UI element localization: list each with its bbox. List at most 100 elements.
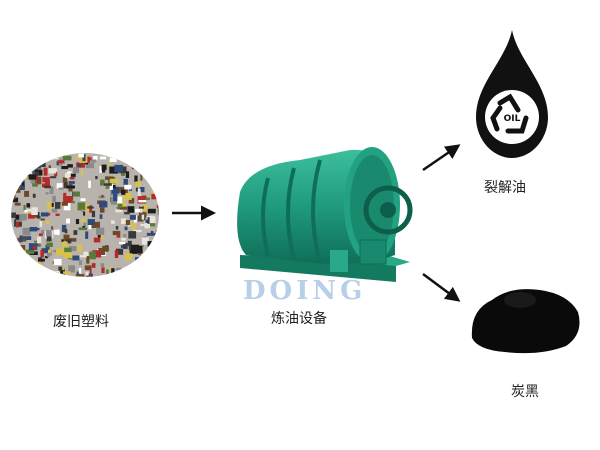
plastic-fragment [24,158,30,165]
plastic-fragment [32,214,37,218]
plastic-fragment [17,248,24,252]
plastic-fragment [127,275,131,277]
plastic-fragment [115,272,123,277]
plastic-fragment [22,227,31,236]
plastic-fragment [129,188,132,191]
plastic-fragment [59,266,63,272]
plastic-fragment [109,183,113,190]
plastic-fragment [124,193,132,200]
plastic-fragment [39,221,43,227]
plastic-fragment [82,154,86,162]
plastic-fragment [63,234,70,242]
plastic-fragment [145,252,148,258]
plastic-fragment [72,255,80,261]
plastic-fragment [54,270,62,274]
plastic-fragment [127,206,135,213]
plastic-fragment [130,244,140,253]
plastic-fragment [121,218,127,225]
plastic-fragment [26,273,34,277]
plastic-fragment [150,164,156,167]
plastic-fragment [64,229,68,234]
plastic-fragment [128,198,135,204]
plastic-fragment [136,263,145,270]
plastic-fragment [155,153,159,160]
plastic-fragment [140,255,145,262]
plastic-fragment [58,187,64,190]
plastic-fragment [87,206,94,209]
plastic-fragment [99,156,107,160]
plastic-fragment [157,209,159,216]
plastic-fragment [96,227,105,235]
plastic-fragment [83,222,87,226]
plastic-fragment [135,257,141,265]
plastic-fragment [66,239,72,244]
plastic-fragment [46,233,52,242]
plastic-fragment [29,227,38,232]
plastic-fragment [53,229,60,235]
plastic-fragment [47,212,51,216]
plastic-fragment [121,189,126,195]
plastic-fragment [55,202,61,209]
plastic-fragment [157,206,159,212]
plastic-fragment [93,156,98,161]
plastic-fragment [80,168,83,176]
plastic-fragment [22,236,32,240]
plastic-fragment [38,159,47,163]
plastic-fragment [45,256,49,259]
plastic-fragment [115,208,123,213]
plastic-fragment [38,258,45,262]
plastic-fragment [107,154,110,158]
plastic-fragment [21,180,25,186]
plastic-fragment [150,182,159,185]
plastic-fragment [114,196,123,203]
plastic-fragment [75,274,85,277]
plastic-fragment [88,180,91,188]
plastic-fragment [61,166,69,170]
plastic-fragment [39,233,43,237]
plastic-fragment [99,201,108,208]
plastic-fragment [101,267,105,274]
plastic-fragment [12,197,19,203]
plastic-fragment [135,208,141,213]
plastic-fragment [77,202,86,211]
plastic-fragment [33,261,36,268]
plastic-fragment [145,170,151,174]
plastic-fragment [36,216,41,219]
plastic-fragment [17,247,22,250]
plastic-fragment [45,153,52,158]
plastic-fragment [156,185,159,193]
plastic-fragment [32,273,36,277]
plastic-fragment [66,218,70,224]
plastic-fragment [68,265,75,273]
plastic-fragment [101,167,106,173]
plastic-fragment [15,214,21,220]
plastic-fragment [23,160,32,169]
plastic-fragment [93,237,101,243]
plastic-fragment [68,196,74,201]
plastic-fragment [89,251,96,260]
plastic-fragment [92,250,102,258]
plastic-fragment [85,162,95,169]
plastic-fragment [80,198,86,201]
plastic-fragment [16,219,23,222]
plastic-fragment [112,230,120,236]
plastic-fragment [30,177,36,184]
plastic-fragment [23,170,29,178]
plastic-fragment [137,215,146,221]
plastic-fragment [150,171,155,175]
plastic-fragment [40,212,49,217]
plastic-fragment [147,271,155,276]
plastic-fragment [100,263,105,268]
plastic-fragment [97,235,104,238]
plastic-fragment [64,247,72,253]
plastic-fragment [99,214,103,219]
plastic-fragment [83,251,89,257]
plastic-fragment [50,176,57,179]
plastic-fragment [51,272,57,276]
plastic-fragment [135,187,138,192]
plastic-fragment [90,273,93,277]
plastic-fragment [34,171,39,175]
plastic-fragment [32,246,36,249]
plastic-fragment [158,180,159,185]
plastic-fragment [115,154,120,158]
